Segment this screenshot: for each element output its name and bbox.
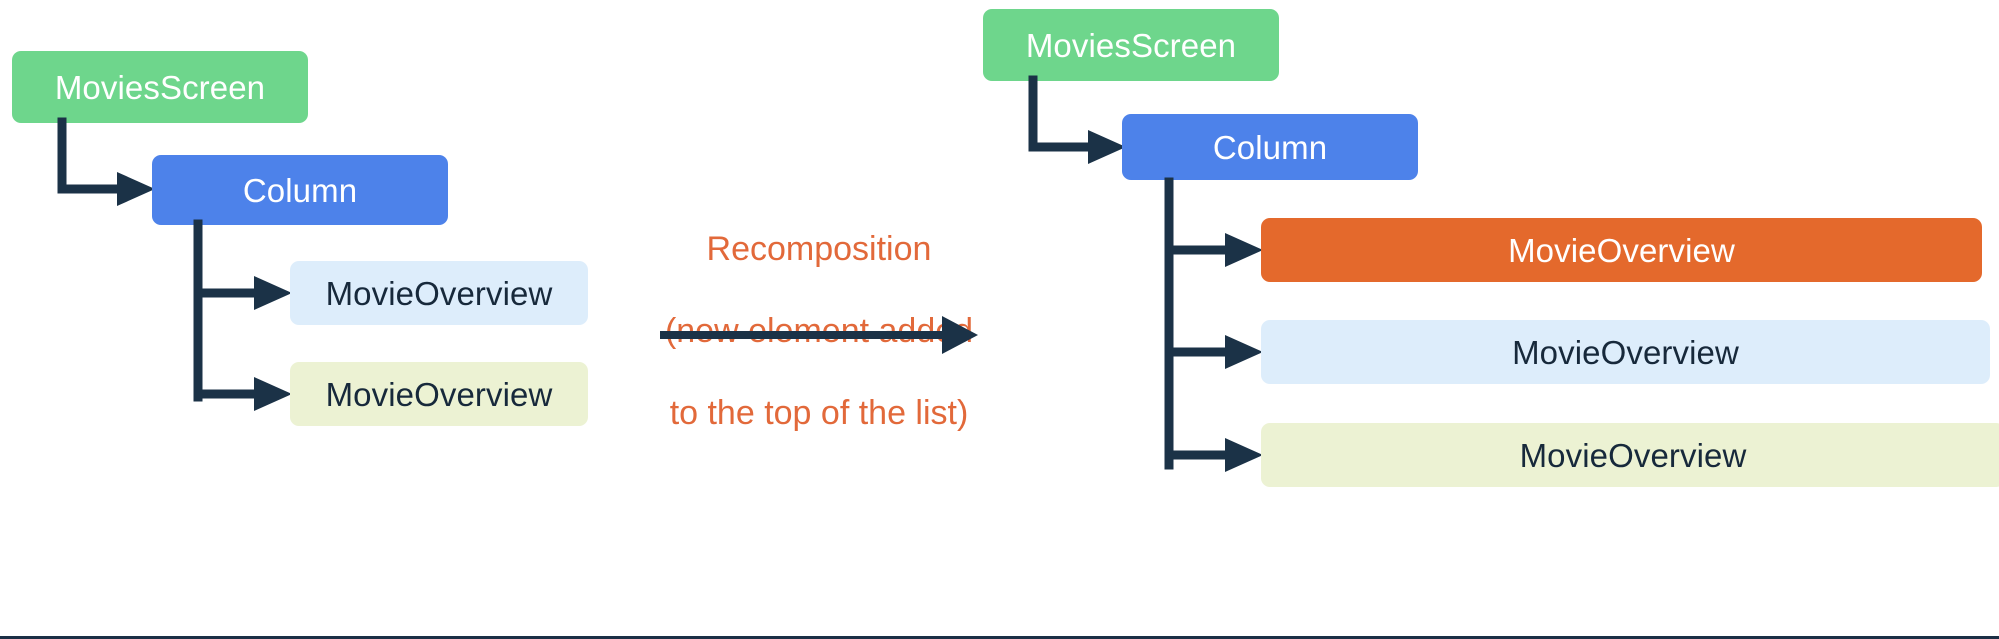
before-moviesscreen-label: MoviesScreen <box>54 68 266 106</box>
before-column-node[interactable]: Column <box>152 155 448 225</box>
before-column-label: Column <box>242 171 358 209</box>
recomposition-caption-line-1: Recomposition <box>706 230 932 268</box>
after-moviesscreen-node[interactable]: MoviesScreen <box>983 9 1279 81</box>
after-moviesscreen-label: MoviesScreen <box>1025 26 1237 64</box>
after-connector-screen-to-column <box>1028 75 1126 164</box>
before-connector-screen-to-column <box>57 117 155 206</box>
after-movieoverview-node-new[interactable]: MovieOverview <box>1261 218 1982 282</box>
recomposition-caption: Recomposition (new element added to the … <box>654 188 984 475</box>
before-connector-column-to-children <box>193 219 292 411</box>
after-connector-column-to-children <box>1164 177 1263 472</box>
before-movieoverview-node-2[interactable]: MovieOverview <box>290 362 588 426</box>
before-moviesscreen-node[interactable]: MoviesScreen <box>12 51 308 123</box>
before-movieoverview-label-1: MovieOverview <box>325 274 553 312</box>
before-movieoverview-node-1[interactable]: MovieOverview <box>290 261 588 325</box>
after-column-label: Column <box>1212 128 1328 166</box>
after-movieoverview-node-3[interactable]: MovieOverview <box>1261 423 1999 487</box>
after-movieoverview-label-3: MovieOverview <box>1519 436 1747 474</box>
recomposition-arrow-icon <box>660 316 978 354</box>
after-movieoverview-label-new: MovieOverview <box>1508 231 1735 269</box>
after-movieoverview-label-2: MovieOverview <box>1512 333 1739 371</box>
recomposition-caption-line-3: to the top of the list) <box>669 394 969 432</box>
before-movieoverview-label-2: MovieOverview <box>325 375 553 413</box>
after-movieoverview-node-2[interactable]: MovieOverview <box>1261 320 1990 384</box>
after-column-node[interactable]: Column <box>1122 114 1418 180</box>
